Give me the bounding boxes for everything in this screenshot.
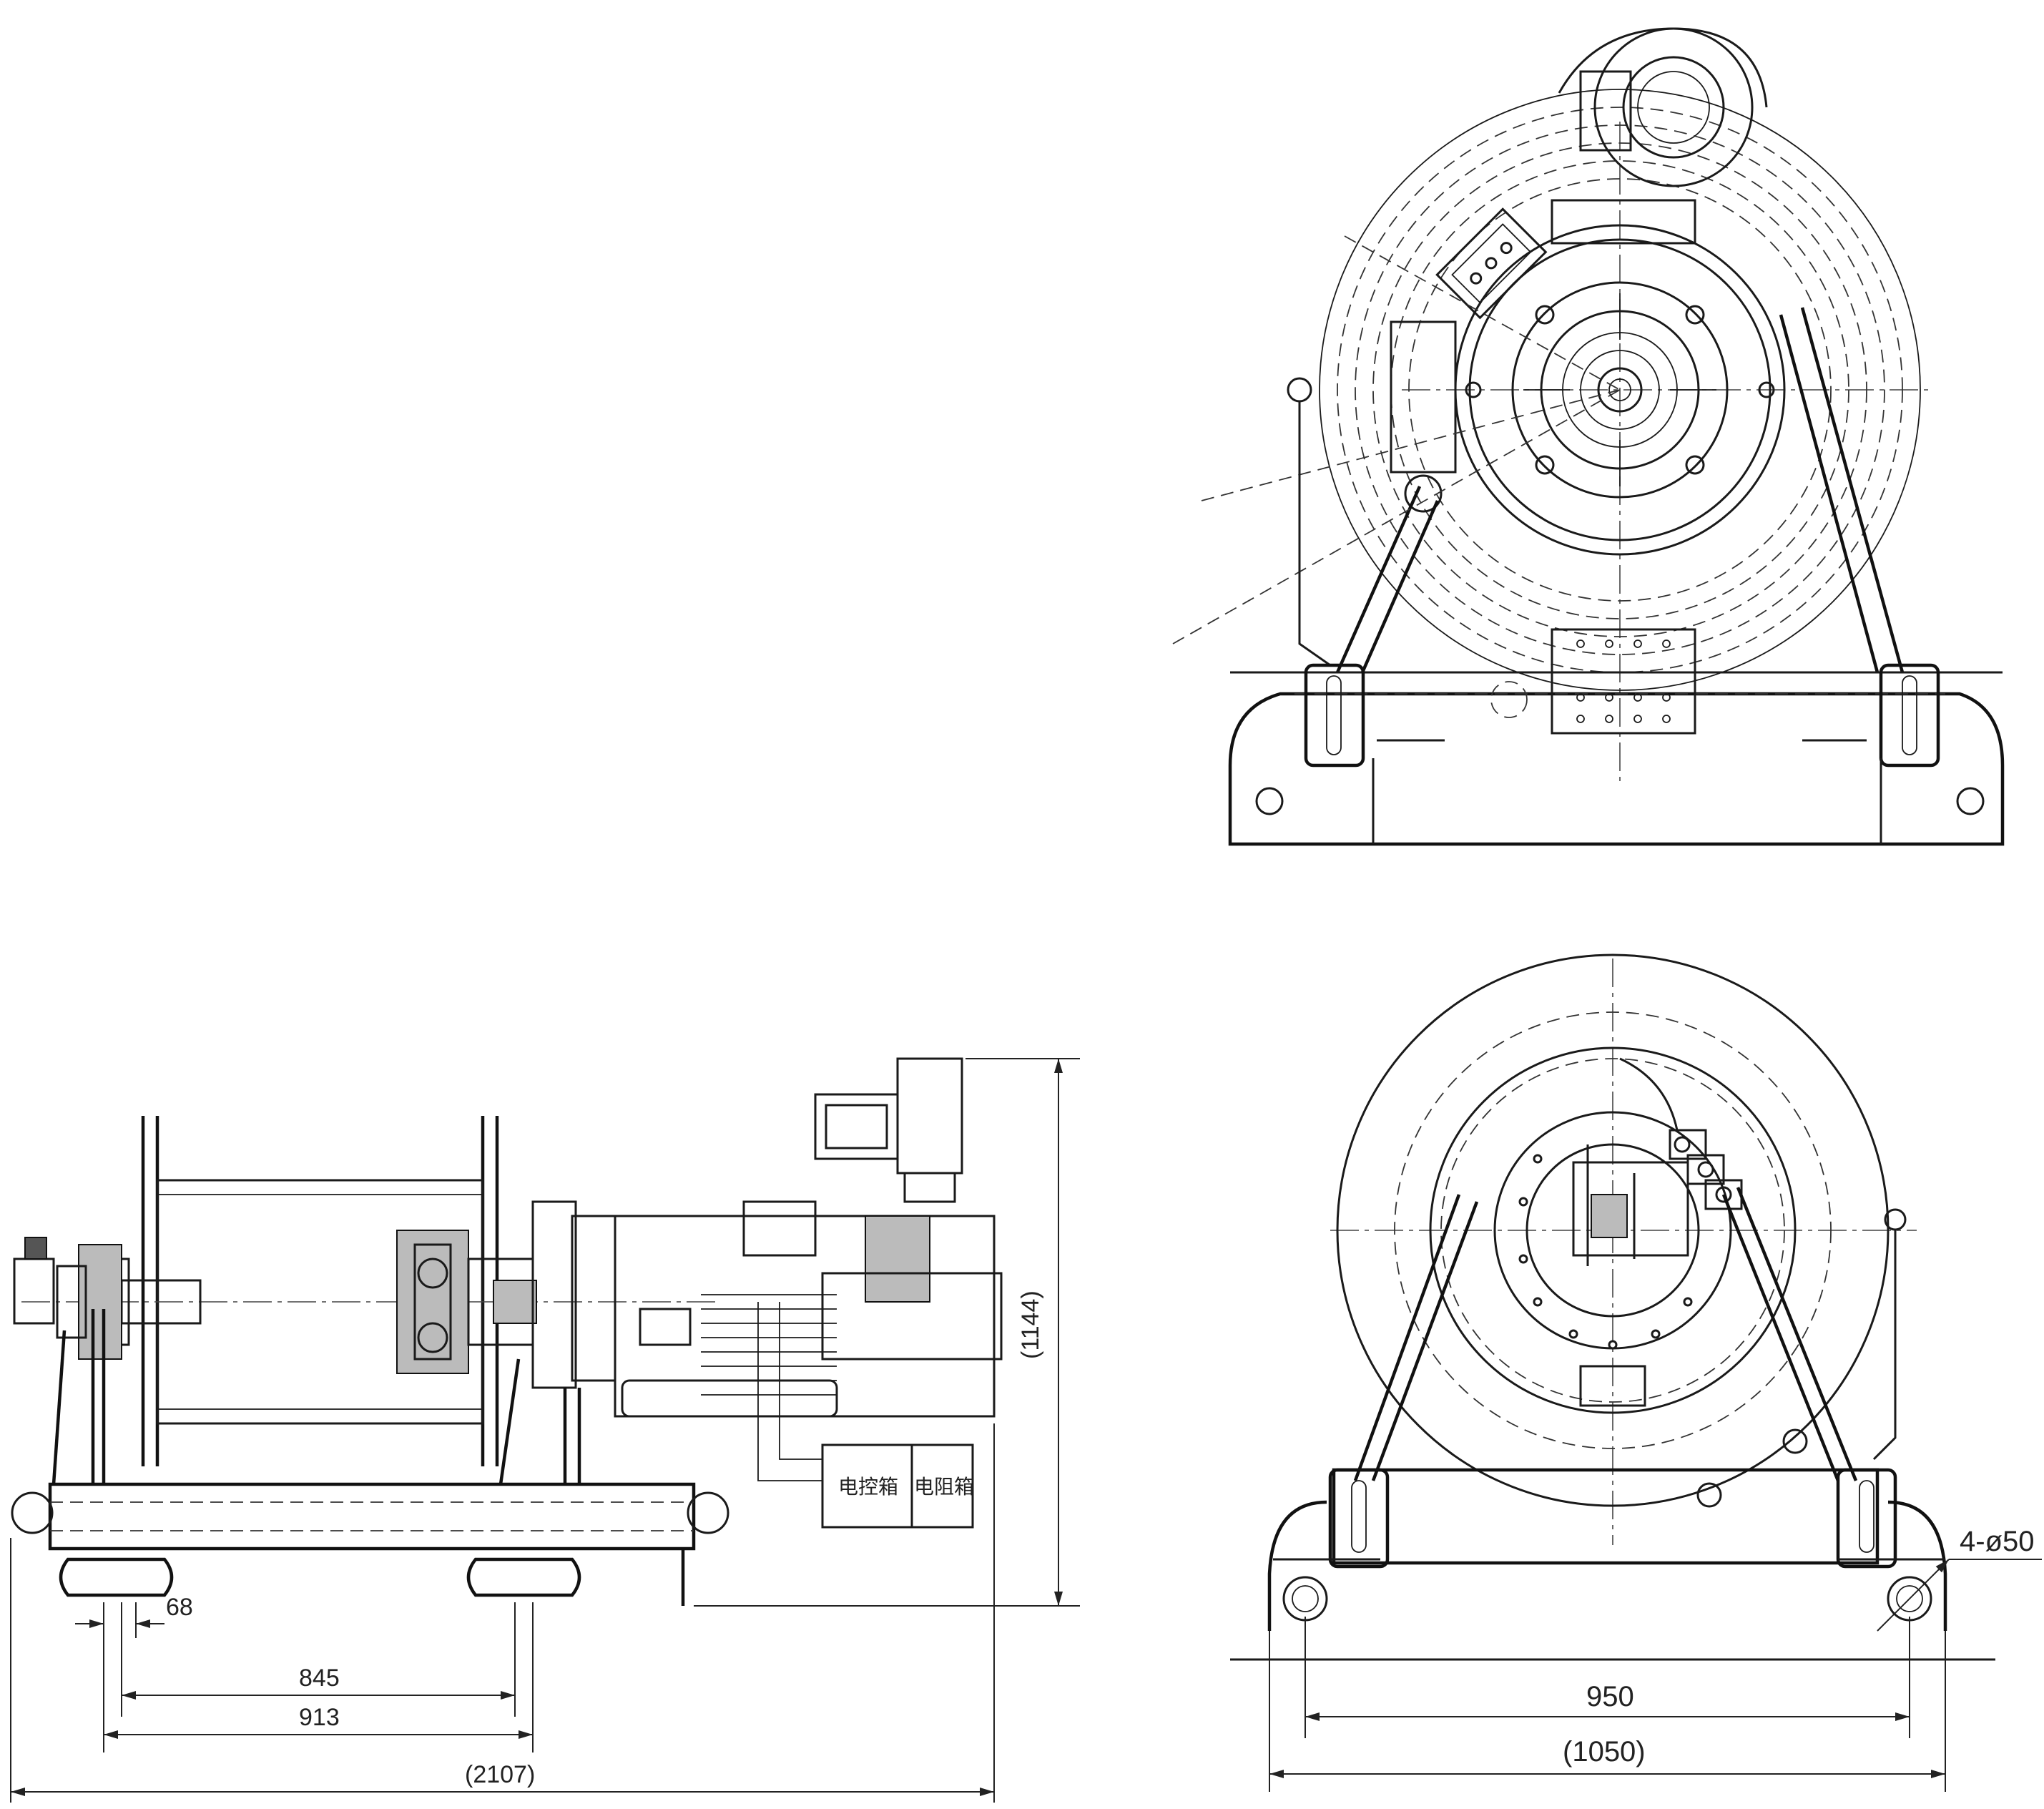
dimension-1050: (1050) bbox=[1563, 1736, 1646, 1768]
dimension-height: (1144) bbox=[1017, 1290, 1044, 1359]
control-box-label: 电控箱 bbox=[838, 1475, 898, 1499]
dimension-913: 913 bbox=[299, 1704, 340, 1731]
resistor-box-label: 电阻箱 bbox=[914, 1475, 974, 1499]
dimension-950: 950 bbox=[1586, 1681, 1634, 1712]
dimension-68: 68 bbox=[166, 1594, 193, 1621]
front-view bbox=[1172, 27, 2005, 846]
resistor-box bbox=[910, 1443, 974, 1529]
rear-view: 4-ø50 950 (1050) bbox=[1230, 953, 2042, 1792]
dimension-845: 845 bbox=[299, 1665, 340, 1692]
dimension-2107: (2107) bbox=[465, 1761, 535, 1788]
side-view: 电控箱 电阻箱 (1144) 68 845 bbox=[10, 1057, 1080, 1803]
dimension-holes: 4-ø50 bbox=[1960, 1526, 2035, 1557]
